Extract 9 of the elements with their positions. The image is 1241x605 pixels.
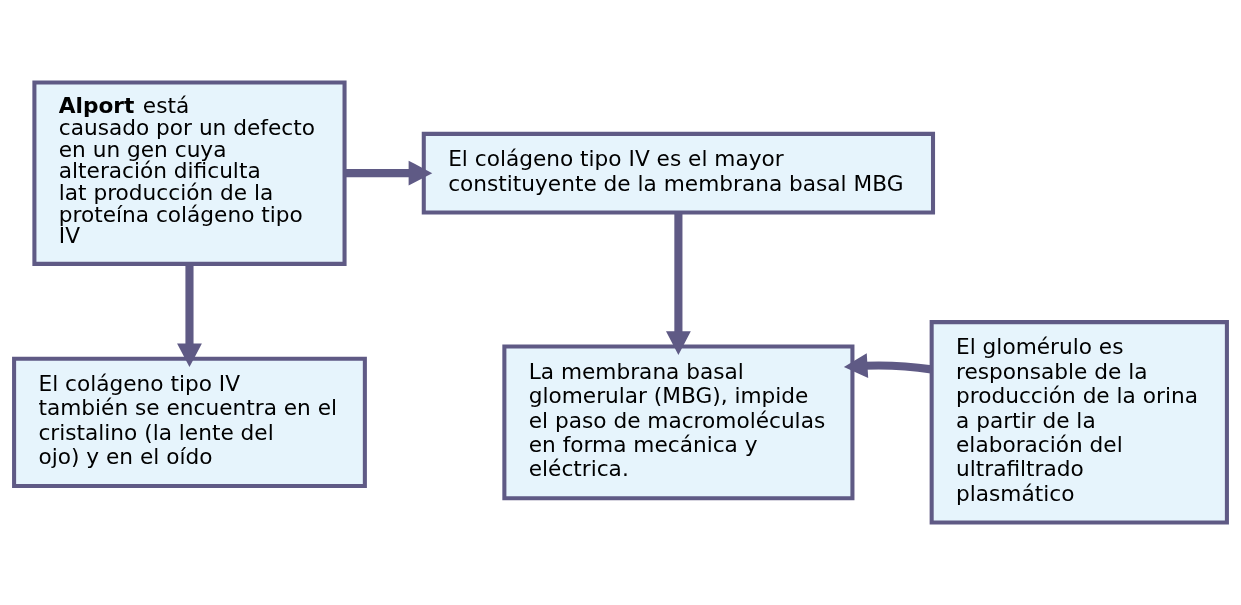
node-box: El glomérulo es responsable de la producción de la orina a partir de la elaboración del ultrafiltrado plasmático bbox=[929, 320, 1229, 525]
node-box: Alport está causado por un defecto en un gen cuya alteración dificulta lat producción de la proteína colágeno tipo IV bbox=[32, 80, 347, 266]
node-box: El colágeno tipo IV es el mayor constituyente de la membrana basal MBG bbox=[421, 131, 936, 215]
arrow bbox=[843, 353, 932, 378]
arrow bbox=[344, 160, 433, 186]
node-box: La membrana basal glomerular (MBG), impide el paso de macromoléculas en forma mecánica y eléctrica. bbox=[502, 344, 855, 501]
node-box: El colágeno tipo IV también se encuentra en el cristalino (la lente del ojo) y en el oído bbox=[12, 356, 367, 489]
arrow bbox=[177, 264, 202, 368]
arrow bbox=[666, 212, 691, 355]
